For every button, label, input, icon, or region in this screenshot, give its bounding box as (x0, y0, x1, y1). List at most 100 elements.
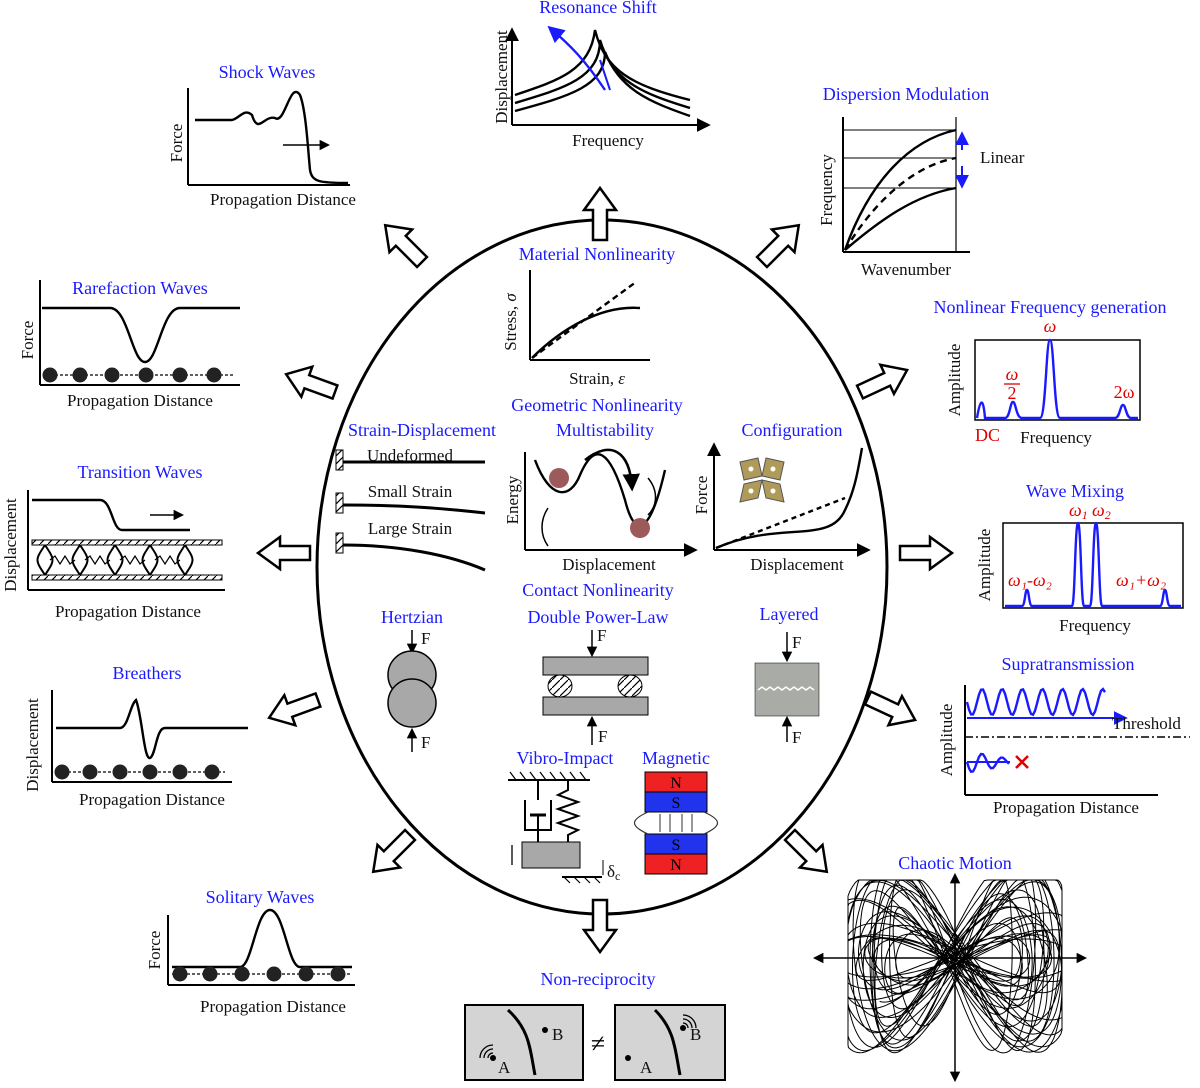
dispersion-title: Dispersion Modulation (823, 84, 990, 104)
layered-f-top: F (792, 633, 801, 652)
supra-ylabel: Amplitude (937, 704, 956, 777)
rarefaction-title: Rarefaction Waves (72, 278, 208, 298)
solitary-ylabel: Force (145, 931, 164, 970)
magnet-bottom-s: S (672, 837, 681, 854)
chaotic-title: Chaotic Motion (898, 853, 1012, 873)
nfg-title: Nonlinear Frequency generation (934, 297, 1167, 317)
shock-ylabel: Force (167, 124, 186, 163)
magnetic-title: Magnetic (642, 748, 710, 768)
transition-ylabel: Displacement (1, 498, 20, 592)
dispersion-ylabel: Frequency (817, 154, 836, 226)
doublepow-f-top: F (597, 626, 606, 645)
undeformed-label: Undeformed (367, 446, 453, 465)
panel-nfg: Nonlinear Frequency generation ω ω 2 2ω … (934, 297, 1167, 447)
radial-arrows (255, 185, 955, 955)
shock-xlabel: Propagation Distance (210, 190, 356, 209)
panel-rarefaction: Rarefaction Waves Force Propagation Dist… (18, 278, 240, 410)
solitary-xlabel: Propagation Distance (200, 997, 346, 1016)
panel-transition: Transition Waves Displacement Propagatio… (1, 462, 225, 621)
panel-magnetic: Magnetic N S S N (633, 748, 719, 875)
hertzian-f-top: F (421, 629, 430, 648)
right-a-label: A (640, 1058, 653, 1077)
layered-title: Layered (760, 604, 819, 624)
magnet-top-n: N (670, 775, 682, 792)
rarefaction-beads (42, 367, 235, 383)
panel-supratransmission: Supratransmission Threshold Amplitude Pr… (937, 654, 1190, 817)
config-title: Configuration (742, 420, 843, 440)
breathers-xlabel: Propagation Distance (79, 790, 225, 809)
transition-title: Transition Waves (77, 462, 202, 482)
rarefaction-ylabel: Force (18, 321, 37, 360)
supra-title: Supratransmission (1002, 654, 1135, 674)
mixing-w1: ω1 (1069, 500, 1088, 522)
strain-disp-title: Strain-Displacement (348, 420, 496, 440)
panel-vibro-impact: Vibro-Impact δc (508, 748, 620, 884)
material-xlabel: Strain, ε (569, 369, 625, 388)
supra-high-wave (965, 687, 1107, 717)
nonrecip-title: Non-reciprocity (541, 969, 656, 989)
panel-configuration: Configuration Force Displacement (692, 420, 871, 574)
nfg-two-omega: 2ω (1114, 382, 1135, 402)
large-strain-label: Large Strain (368, 519, 453, 538)
panel-solitary: Solitary Waves Force Propagation Distanc… (145, 887, 355, 1016)
config-xlabel: Displacement (750, 555, 844, 574)
nfg-xlabel: Frequency (1020, 428, 1092, 447)
left-b-label: B (552, 1025, 563, 1044)
contact-title: Contact Nonlinearity (522, 580, 673, 600)
panel-shock-waves: Shock Waves Force Propagation Distance (167, 62, 356, 209)
rotating-squares (739, 457, 785, 503)
breathers-ylabel: Displacement (23, 698, 42, 792)
panel-wave-mixing: Wave Mixing ω1 ω2 ω₁-ω₂ ω₁+ω₂ Frequency … (975, 481, 1184, 635)
mixing-sum: ω₁+ω₂ (1116, 570, 1166, 590)
magnet-bottom-n: N (670, 857, 682, 874)
solitary-title: Solitary Waves (206, 887, 315, 907)
panel-resonance-shift: Resonance Shift Displacement Frequency (492, 0, 711, 150)
panel-dispersion: Dispersion Modulation Linear Frequency W… (817, 84, 1025, 279)
breathers-title: Breathers (113, 663, 182, 683)
hertzian-f-bottom: F (421, 733, 430, 752)
resonance-title: Resonance Shift (539, 0, 656, 17)
right-b-label: B (690, 1025, 701, 1044)
nfg-half-den: 2 (1008, 383, 1017, 403)
mixing-title: Wave Mixing (1026, 481, 1124, 501)
panel-multistability: Multistability Energy Displacement (503, 420, 698, 574)
resonance-ylabel: Displacement (492, 30, 511, 124)
panel-strain-displacement: Strain-Displacement Undeformed Small Str… (335, 420, 496, 572)
supra-threshold: Threshold (1112, 714, 1181, 733)
transition-xlabel: Propagation Distance (55, 602, 201, 621)
vibro-title: Vibro-Impact (517, 748, 614, 768)
mixing-diff: ω₁-ω₂ (1008, 570, 1052, 590)
material-title: Material Nonlinearity (519, 244, 675, 264)
shock-title: Shock Waves (219, 62, 316, 82)
mixing-ylabel: Amplitude (975, 529, 994, 602)
material-ylabel: Stress, σ (501, 293, 520, 351)
rarefaction-xlabel: Propagation Distance (67, 391, 213, 410)
nfg-omega: ω (1044, 316, 1057, 336)
chaotic-trajectory (847, 879, 1063, 1054)
nfg-dc: DC (975, 425, 1000, 445)
multistab-title: Multistability (556, 420, 654, 440)
panel-breathers: Breathers Displacement Propagation Dista… (23, 663, 248, 809)
multistab-ylabel: Energy (503, 475, 522, 524)
supra-low-wave (965, 752, 1010, 774)
small-strain-label: Small Strain (368, 482, 453, 501)
vibro-delta: δc (607, 862, 620, 883)
geometric-title: Geometric Nonlinearity (511, 395, 682, 415)
panel-material: Material Nonlinearity Stress, σ Strain, … (501, 244, 683, 415)
panel-contact: Contact Nonlinearity Hertzian F F Double… (381, 580, 820, 752)
dispersion-linear: Linear (980, 148, 1025, 167)
panel-chaotic: Chaotic Motion (812, 853, 1088, 1083)
nfg-ylabel: Amplitude (945, 344, 964, 417)
nfg-half-num: ω (1006, 364, 1019, 384)
left-a-label: A (498, 1058, 511, 1077)
neq-symbol: ≠ (591, 1029, 605, 1058)
supra-xlabel: Propagation Distance (993, 798, 1139, 817)
doublepow-f-bottom: F (598, 727, 607, 746)
solitary-beads (172, 966, 350, 982)
config-ylabel: Force (692, 476, 711, 515)
doublepow-title: Double Power-Law (527, 607, 668, 627)
layered-f-bottom: F (792, 728, 801, 747)
dispersion-xlabel: Wavenumber (861, 260, 952, 279)
magnet-top-s: S (672, 795, 681, 812)
resonance-xlabel: Frequency (572, 131, 644, 150)
